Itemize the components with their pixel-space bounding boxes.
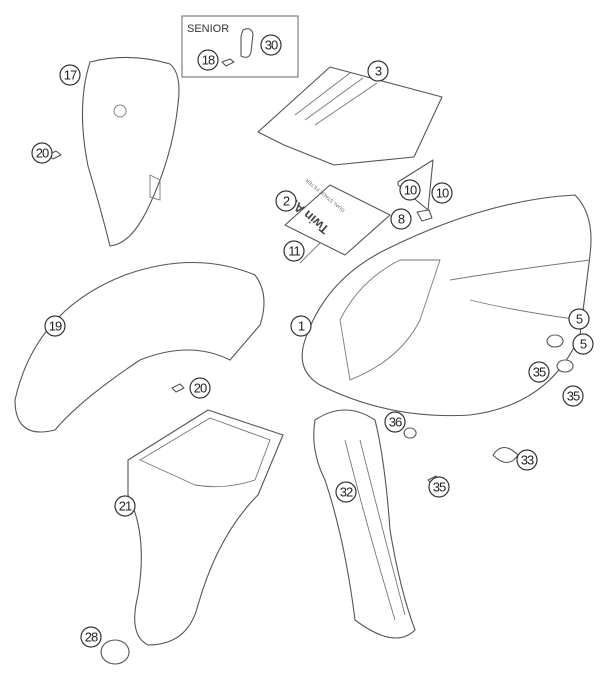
svg-text:10: 10: [404, 183, 417, 198]
callout-30: 30: [260, 34, 282, 56]
callout-2: 2: [275, 190, 297, 212]
cable-tie-part: [492, 446, 519, 464]
callout-20: 20: [189, 377, 211, 399]
svg-text:20: 20: [36, 146, 49, 161]
bracket-part: [240, 28, 254, 58]
callout-5: 5: [572, 333, 594, 355]
svg-text:28: 28: [85, 630, 98, 645]
callout-17: 17: [59, 64, 81, 86]
svg-text:2: 2: [283, 194, 290, 209]
svg-text:8: 8: [398, 212, 405, 227]
callout-28: 28: [80, 626, 102, 648]
callout-11: 11: [283, 240, 305, 262]
svg-text:18: 18: [202, 53, 215, 68]
rear-fender-part: [301, 194, 592, 417]
svg-text:5: 5: [576, 312, 583, 327]
svg-text:19: 19: [49, 319, 62, 334]
svg-text:35: 35: [533, 365, 546, 380]
grommet-part: [556, 359, 574, 373]
svg-text:33: 33: [521, 453, 534, 468]
callout-10: 10: [399, 179, 421, 201]
svg-text:21: 21: [119, 499, 132, 514]
callout-36: 36: [384, 411, 406, 433]
screw-part: [221, 58, 235, 67]
number-plate-part: [81, 56, 180, 247]
callout-35: 35: [428, 476, 450, 498]
callout-33: 33: [516, 449, 538, 471]
callout-19: 19: [44, 315, 66, 337]
svg-text:3: 3: [375, 64, 382, 79]
svg-text:36: 36: [389, 415, 402, 430]
callout-3: 3: [367, 60, 389, 82]
clip-8-part: [416, 209, 433, 222]
svg-text:5: 5: [580, 337, 587, 352]
svg-text:11: 11: [288, 244, 300, 259]
svg-text:35: 35: [433, 480, 446, 495]
callout-5: 5: [568, 308, 590, 330]
svg-text:17: 17: [64, 68, 77, 83]
svg-text:20: 20: [194, 381, 207, 396]
callout-18: 18: [197, 49, 219, 71]
callout-20: 20: [31, 142, 53, 164]
callout-35: 35: [562, 385, 584, 407]
svg-text:35: 35: [567, 389, 580, 404]
svg-text:1: 1: [298, 319, 305, 334]
strip-11-part: [299, 242, 321, 264]
front-fender-part: [14, 261, 265, 433]
callout-35: 35: [528, 361, 550, 383]
grommet-part: [546, 334, 564, 348]
clamp-28-part: [100, 639, 130, 665]
side-panel-part: [313, 409, 416, 639]
svg-text:10: 10: [436, 186, 449, 201]
svg-text:30: 30: [265, 38, 278, 53]
callout-21: 21: [114, 495, 136, 517]
senior-label: SENIOR: [187, 23, 229, 35]
callout-8: 8: [390, 208, 412, 230]
intake-boot-part: [127, 409, 284, 646]
callout-32: 32: [335, 481, 357, 503]
svg-text:32: 32: [340, 485, 353, 500]
callout-1: 1: [290, 315, 312, 337]
screw-20b-part: [171, 383, 185, 393]
callout-10: 10: [431, 182, 453, 204]
filter-cover-part: [257, 66, 443, 166]
washer-36-part: [403, 427, 417, 439]
